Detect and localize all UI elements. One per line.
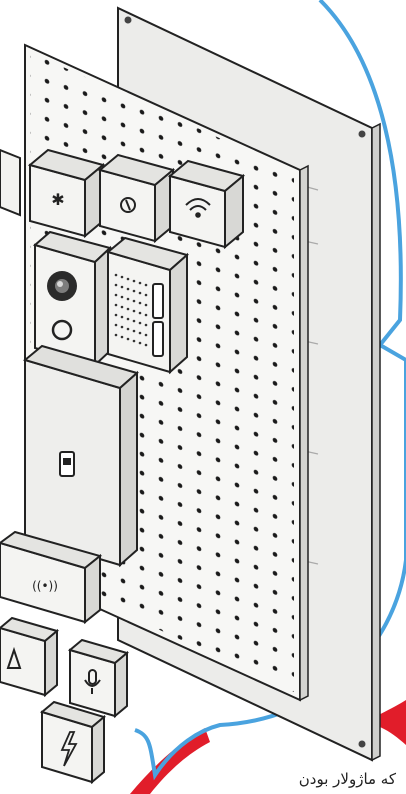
switch-top-icon [153,284,163,318]
module-wifi [170,161,243,247]
caption-text: که ماژولار بودن [297,770,398,788]
pegboard-edge [300,166,308,700]
module-partial-left [0,150,20,215]
red-accent-arc [130,728,210,794]
wireless-signal-icon: ((•)) [32,579,58,593]
back-panel-edge [372,124,380,760]
switch-bottom-icon [153,322,163,356]
module-speaker-switch [108,238,187,372]
door-lock-icon [60,452,74,476]
module-doorbell-camera [35,232,110,365]
doorbell-camera-icon [47,271,77,301]
module-power [100,155,173,241]
module-bell [0,618,57,695]
module-lightning [42,702,104,782]
module-door-lock [25,346,137,565]
bluetooth-icon: ✱ [51,190,64,209]
module-bluetooth: ✱ [30,150,103,236]
module-microphone [70,640,127,716]
